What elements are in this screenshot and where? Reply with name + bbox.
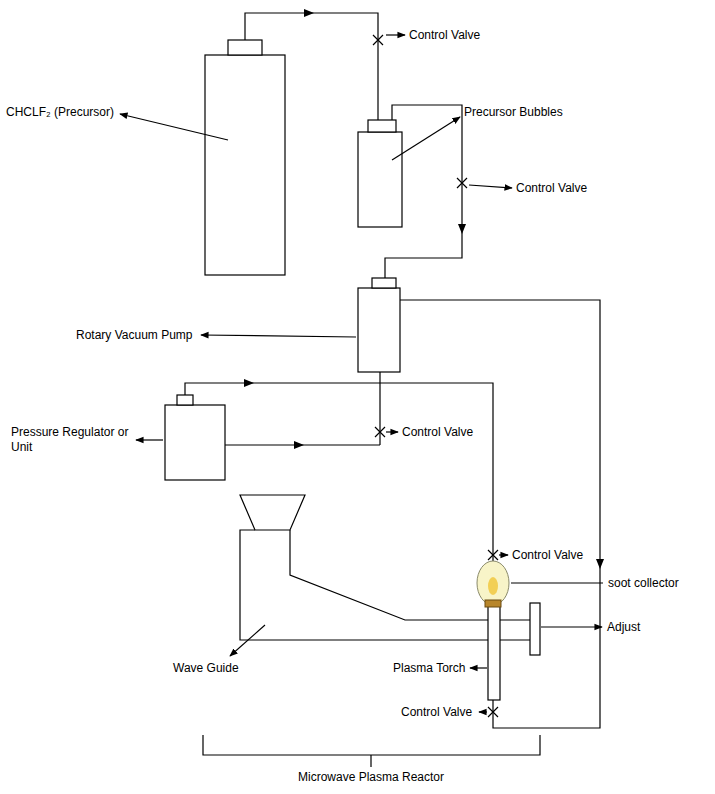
adjust-label: Adjust (606, 620, 641, 635)
bracket (203, 735, 540, 767)
leader-arrow (386, 431, 398, 432)
valve-symbol (373, 35, 383, 45)
cylinder-label: CHCLF₂ (Precursor) (5, 105, 115, 120)
flow-arrow (244, 379, 254, 387)
valve-label: Control Valve (401, 425, 474, 440)
leader-arrow (136, 439, 163, 440)
leader-arrow (230, 625, 265, 656)
leader-arrow (541, 626, 602, 627)
waveguide-flange (530, 603, 540, 655)
pump-cap (372, 278, 396, 288)
valve-symbol (488, 707, 498, 717)
leader-arrow (201, 335, 356, 337)
leader-arrow (386, 34, 405, 35)
valve-symbol (375, 427, 385, 437)
reactor-label: Microwave Plasma Reactor (297, 770, 445, 785)
leader-arrow (469, 185, 512, 188)
gas-pipe (185, 383, 493, 561)
cylinder-cap (228, 40, 262, 55)
plasma-torch (488, 606, 500, 700)
torch-label: Plasma Torch (392, 661, 466, 676)
flow-arrow (304, 9, 314, 17)
pressure-regulator (165, 405, 225, 480)
regulator-label: Pressure Regulator or Unit (10, 425, 134, 455)
collector-label: soot collector (607, 576, 680, 591)
leader-arrow (392, 117, 460, 160)
bubbler-cap (368, 120, 396, 132)
soot-collector-bulb (477, 561, 509, 605)
leader-arrow (499, 554, 508, 555)
vacuum-pump (358, 288, 400, 372)
pump-label: Rotary Vacuum Pump (75, 328, 194, 343)
valve-label: Control Valve (400, 705, 473, 720)
bubbler-bottle (358, 132, 402, 227)
valve-symbol (488, 550, 498, 560)
gas-pipe (225, 372, 380, 445)
flow-arrow (596, 559, 604, 569)
flow-arrow (458, 224, 466, 234)
valve-label: Control Valve (408, 28, 481, 43)
flow-arrow (294, 441, 304, 449)
leader-arrow (479, 711, 487, 712)
gas-cylinder (205, 55, 285, 275)
leader-arrow (470, 667, 487, 668)
leader-arrow (120, 114, 228, 140)
bubbler-label: Precursor Bubbles (463, 105, 564, 120)
flame (488, 577, 498, 595)
waveguide (240, 530, 530, 640)
waveguide-funnel (240, 495, 305, 530)
valve-symbol (457, 178, 467, 188)
valve-label: Control Valve (511, 548, 584, 563)
leader-line (511, 582, 603, 583)
bulb-base (485, 600, 501, 607)
waveguide-label: Wave Guide (172, 661, 240, 676)
valve-label: Control Valve (515, 181, 588, 196)
regulator-cap (177, 395, 193, 405)
